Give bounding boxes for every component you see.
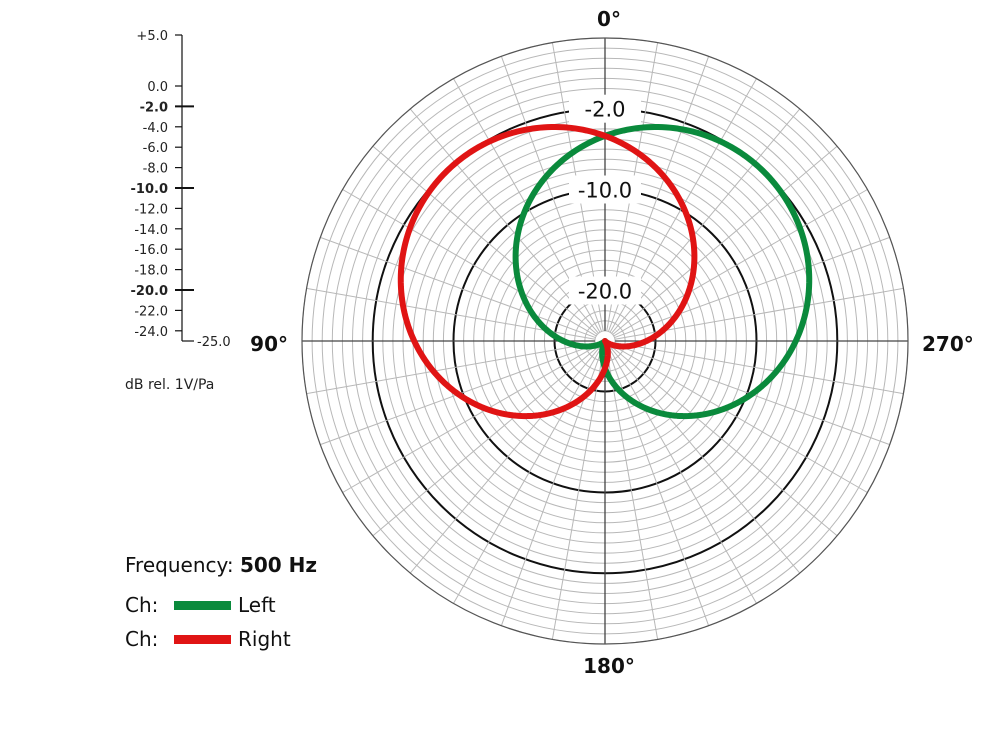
grid-spoke	[320, 236, 596, 339]
scale-tick-label: -16.0	[134, 243, 168, 258]
scale-tick-label: -2.0	[140, 100, 168, 115]
db-unit-label: dB rel. 1V/Pa	[125, 377, 214, 393]
legend-swatch-left	[174, 601, 231, 610]
grid-spoke	[306, 342, 596, 395]
grid-spoke	[409, 108, 599, 334]
scale-tick-label: -18.0	[134, 264, 168, 279]
grid-spoke	[611, 108, 801, 334]
angle-label-270: 270°	[922, 332, 974, 356]
grid-spoke	[614, 342, 904, 395]
ring-label-backdrop	[569, 276, 641, 305]
legend-prefix: Ch:	[125, 593, 158, 617]
scale-tick-label: -10.0	[131, 182, 168, 197]
db-scale: dB rel. 1V/Pa +5.0 0.0 -2.0 -4.0 -6.0 -8.0 -10…	[125, 29, 231, 393]
ring-label-backdrop	[569, 175, 641, 204]
ring-labels: -2.0 -10.0 -20.0	[569, 94, 641, 305]
legend-label-left: Left	[238, 593, 276, 617]
ring-label: -10.0	[578, 179, 632, 203]
ring-label: -2.0	[585, 98, 626, 122]
grid-spoke	[612, 145, 838, 335]
scale-tick-label: -20.0	[131, 284, 168, 299]
grid-outer-ring	[301, 37, 909, 645]
grid-spoke	[453, 349, 601, 604]
angle-label-180: 180°	[583, 654, 635, 678]
angle-labels: 0° 90° 180° 270°	[250, 7, 974, 678]
ring-label: -20.0	[578, 280, 632, 304]
series-layer	[397, 123, 813, 420]
grid-spoke	[614, 236, 890, 339]
scale-tick-label: -14.0	[134, 223, 168, 238]
angle-label-0: 0°	[597, 7, 621, 31]
grid-spoke	[613, 345, 868, 493]
scale-tick-label: -8.0	[143, 162, 168, 177]
ring-label-backdrop	[569, 94, 641, 123]
scale-tick-label: -12.0	[134, 202, 168, 217]
scale-tick-label: -22.0	[134, 304, 168, 319]
grid-spoke	[551, 350, 604, 640]
legend-label-right: Right	[238, 627, 291, 651]
grid-spoke	[342, 345, 597, 493]
grid-spoke	[342, 189, 597, 337]
angle-label-90: 90°	[250, 332, 288, 356]
frequency-label: Frequency: 500 Hz	[125, 553, 317, 577]
scale-tick-label: 0.0	[147, 80, 168, 95]
grid-spoke	[612, 347, 838, 537]
grid-spoke	[409, 348, 599, 574]
grid-spoke	[611, 348, 801, 574]
legend-swatch-right	[174, 635, 231, 644]
scale-tick-label: -24.0	[134, 325, 168, 340]
grid-spoke	[372, 145, 598, 335]
grid-spoke	[606, 350, 659, 640]
grid-spoke	[372, 347, 598, 537]
series-right-curve	[397, 123, 698, 420]
scale-min-label: -25.0	[197, 335, 231, 350]
scale-tick-label: +5.0	[136, 29, 168, 44]
grid-spoke	[609, 349, 757, 604]
grid-spoke	[613, 189, 868, 337]
scale-tick-label: -6.0	[143, 141, 168, 156]
legend-prefix: Ch:	[125, 627, 158, 651]
scale-tick-label: -4.0	[143, 121, 168, 136]
